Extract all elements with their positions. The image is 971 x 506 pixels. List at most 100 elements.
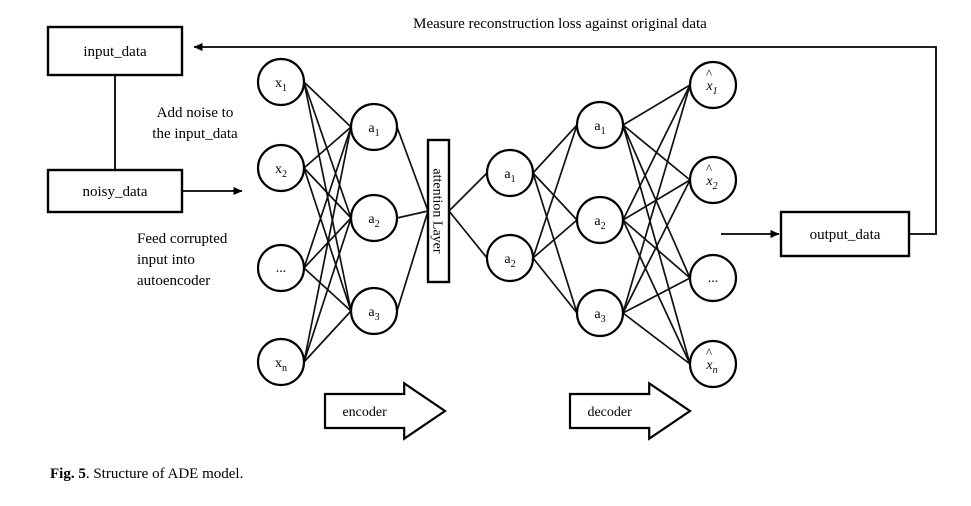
connection-line (303, 310, 352, 363)
node-decoder-hidden-layer-0: a1 (575, 100, 625, 150)
flow-arrows: encoder decoder (114, 43, 937, 441)
connection-line (622, 277, 691, 314)
node-label: a3 (594, 307, 605, 325)
connection-line (532, 172, 578, 221)
connection-line (532, 257, 578, 314)
node-circle (256, 57, 306, 107)
node-encoder-input-layer-0: x1 (256, 57, 306, 107)
connection-line (622, 312, 691, 365)
node-encoder-hidden-layer-0: a1 (349, 102, 399, 152)
node-decoder-hidden-layer-1: a2 (575, 195, 625, 245)
node-circle (485, 233, 535, 283)
node-circle (575, 288, 625, 338)
node-label: a3 (368, 305, 379, 323)
node-label: a2 (594, 214, 605, 232)
box-label: output_data (810, 227, 881, 243)
diagram-annotations: Measure reconstruction loss against orig… (137, 16, 707, 289)
node-label: a2 (368, 212, 379, 230)
connection-line (303, 81, 352, 128)
connection-line (532, 219, 578, 259)
box-label: noisy_data (83, 184, 148, 200)
node-circle (688, 155, 738, 205)
node-decoder-output-layer-1: ^x2 (688, 155, 738, 205)
connection-line (622, 84, 691, 221)
box-noisy-data[interactable]: noisy_data (46, 168, 184, 214)
connection-line (303, 167, 352, 219)
hat-accent: ^ (706, 161, 712, 176)
caption-text: . Structure of ADE model. (85, 466, 244, 482)
node-label: a1 (504, 167, 515, 185)
connection-line (303, 167, 352, 312)
hat-accent: ^ (706, 345, 712, 360)
node-circle (349, 102, 399, 152)
block-arrow-encoder: encoder (323, 381, 447, 441)
block-arrow-label: encoder (342, 405, 387, 420)
node-label: ... (708, 271, 719, 286)
connection-line (396, 126, 429, 212)
block-arrow-decoder: decoder (568, 381, 692, 441)
box-output-data[interactable]: output_data (779, 210, 911, 258)
connection-line (448, 210, 488, 259)
box-outline (46, 25, 184, 77)
node-label: x2 (705, 174, 717, 192)
node-label: xn (275, 356, 287, 374)
node-circle (485, 148, 535, 198)
connection-line (622, 84, 691, 314)
node-decoder-output-layer-3: ^xn (688, 339, 738, 389)
node-decoder-bottleneck-layer-0: a1 (485, 148, 535, 198)
hat-accent: ^ (706, 66, 712, 81)
connection-line (532, 124, 578, 174)
node-circle (688, 60, 738, 110)
node-circle (256, 337, 306, 387)
node-circle (575, 100, 625, 150)
connection-line (303, 217, 352, 363)
network-connections (303, 81, 691, 365)
feedback-loop-arrow (193, 43, 937, 235)
box-outline (426, 138, 451, 284)
node-decoder-output-layer-2: ... (688, 253, 738, 303)
box-label: attention Layer (430, 168, 445, 253)
connection-line (303, 126, 352, 363)
node-circle (575, 195, 625, 245)
box-attention-layer[interactable]: attention Layer (426, 138, 451, 284)
connection-line (448, 172, 488, 212)
connection-line (622, 219, 691, 365)
node-label: xn (705, 358, 717, 376)
node-decoder-output-layer-0: ^x1 (688, 60, 738, 110)
node-encoder-input-layer-3: xn (256, 337, 306, 387)
node-circle (688, 339, 738, 389)
annotation-feed-corrupted-line-1: Feed corrupted (137, 231, 228, 247)
figure-caption: Fig. 5. Structure of ADE model. (50, 466, 243, 483)
node-circle (349, 286, 399, 336)
node-encoder-input-layer-2: ... (256, 243, 306, 293)
node-label: a1 (594, 119, 605, 137)
connection-line (303, 126, 352, 169)
node-label: x1 (275, 76, 287, 94)
node-label: x2 (275, 162, 287, 180)
node-circle (349, 193, 399, 243)
node-decoder-hidden-layer-2: a3 (575, 288, 625, 338)
node-circle (688, 253, 738, 303)
connection-line (622, 219, 691, 279)
annotation-feed-corrupted-line-3: autoencoder (137, 273, 210, 289)
node-encoder-hidden-layer-1: a2 (349, 193, 399, 243)
connection-line (622, 84, 691, 126)
connection-line (396, 210, 429, 219)
connection-line (532, 172, 578, 314)
node-label: ... (276, 261, 287, 276)
caption-prefix: Fig. 5 (50, 466, 86, 482)
annotation-add-noise-line-2: the input_data (152, 126, 238, 142)
node-label: x1 (705, 79, 717, 97)
annotation-feed-corrupted-line-2: input into (137, 252, 195, 268)
node-encoder-input-layer-1: x2 (256, 143, 306, 193)
block-arrow-shape (323, 381, 447, 441)
annotation-feedback-loss: Measure reconstruction loss against orig… (413, 16, 707, 32)
connection-line (396, 210, 429, 312)
node-label: a1 (368, 121, 379, 139)
node-circle (256, 143, 306, 193)
node-encoder-hidden-layer-2: a3 (349, 286, 399, 336)
box-input-data[interactable]: input_data (46, 25, 184, 77)
